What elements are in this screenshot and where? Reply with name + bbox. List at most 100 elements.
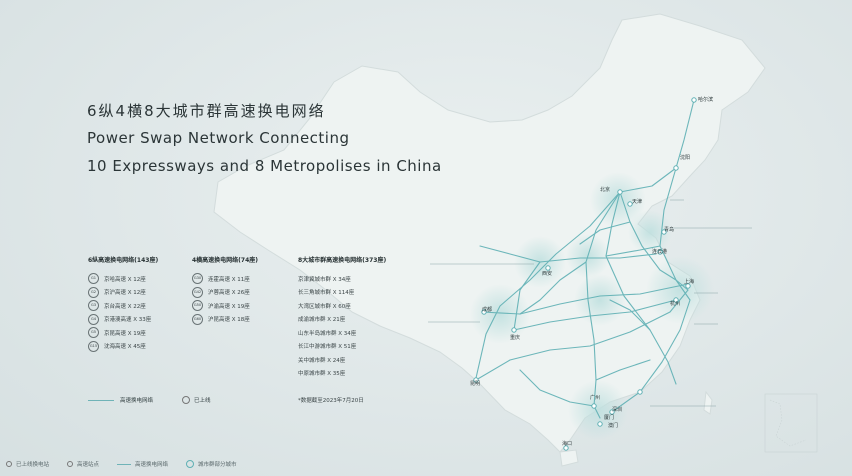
highway-network bbox=[475, 99, 695, 419]
dot-xian bbox=[545, 265, 551, 271]
ring-icon bbox=[182, 396, 190, 404]
route-label: 京沪高速 X 12座 bbox=[104, 290, 146, 297]
metro-glow-shandong bbox=[628, 210, 672, 254]
route-extra-6 bbox=[579, 221, 631, 245]
route-label: 京哈高速 X 12座 bbox=[104, 276, 146, 283]
dot-hangzhou bbox=[673, 297, 679, 303]
bottom-legend-item: 高速换电网络 bbox=[117, 460, 168, 468]
route-g2 bbox=[619, 191, 689, 291]
city-label-hangzhou: 杭州 bbox=[670, 301, 681, 307]
route-badge: G5 bbox=[88, 327, 99, 339]
route-badge: G60 bbox=[192, 313, 203, 325]
bottom-legend-item: 高速站点 bbox=[67, 460, 99, 468]
city-label-harbin: 哈尔滨 bbox=[698, 97, 714, 103]
bottom-legend-item: 已上线换电站 bbox=[6, 460, 49, 468]
list-item: G60 沪昆高速 X 18座 bbox=[192, 313, 258, 327]
city-label-guangzhou: 广州 bbox=[590, 395, 601, 401]
metro-glow-gba bbox=[568, 380, 628, 440]
list-item: G42 沪蓉高速 X 26座 bbox=[192, 286, 258, 300]
title-english-line1: Power Swap Network Connecting bbox=[87, 129, 350, 147]
dot-haikou bbox=[563, 445, 569, 451]
route-label: 连霍高速 X 11座 bbox=[208, 276, 250, 283]
data-date-note: *数据截至2023年7月20日 bbox=[298, 398, 364, 404]
highway-site-icon bbox=[67, 461, 74, 467]
city-label-lianyungang: 连云港 bbox=[652, 249, 668, 255]
city-label-chengdu: 成都 bbox=[482, 307, 493, 313]
station-icon bbox=[6, 461, 12, 467]
bottom-legend-item: 城市群部分城市 bbox=[186, 460, 237, 468]
route-extra-5 bbox=[519, 261, 587, 315]
dot-shenzhen bbox=[609, 409, 615, 415]
dot-qingdao bbox=[661, 229, 667, 235]
dot-shenyang bbox=[673, 165, 679, 171]
route-g3 bbox=[605, 191, 677, 385]
route-label: 沈海高速 X 45座 bbox=[104, 344, 146, 351]
list-item: 山东半岛城市群 X 34座 bbox=[298, 330, 357, 337]
list-item: 长三角城市群 X 114座 bbox=[298, 290, 355, 297]
taiwan-island bbox=[703, 390, 713, 415]
legend-ring-label: 已上线 bbox=[194, 398, 211, 404]
route-badge: G30 bbox=[192, 273, 203, 285]
bottom-legend-label: 城市群部分城市 bbox=[198, 462, 237, 468]
bottom-legend: 已上线换电站 高速站点 高速换电网络 城市群部分城市 bbox=[6, 460, 237, 468]
legend-online: 已上线 bbox=[182, 396, 211, 404]
south-china-sea-inset bbox=[764, 393, 818, 453]
dot-kunming bbox=[473, 377, 479, 383]
city-label-shenzhen: 深圳 bbox=[612, 407, 623, 413]
route-g50 bbox=[513, 299, 677, 331]
dot-shanghai bbox=[685, 283, 691, 289]
city-label-haikou: 海口 bbox=[562, 441, 573, 447]
dot-lianyungang bbox=[657, 249, 663, 255]
bottom-legend-label: 高速换电网络 bbox=[135, 462, 169, 468]
route-g42 bbox=[481, 283, 689, 315]
route-extra-1 bbox=[513, 261, 541, 331]
title-chinese: 6纵4横8大城市群高速换电网络 bbox=[87, 102, 326, 120]
city-label-kunming: 昆明 bbox=[470, 381, 481, 387]
city-label-tianjin: 天津 bbox=[632, 199, 643, 205]
city-label-shanghai: 上海 bbox=[684, 279, 695, 285]
route-badge: G42 bbox=[192, 286, 203, 298]
route-label: 沪昆高速 X 18座 bbox=[208, 317, 250, 324]
dot-tianjin bbox=[627, 201, 633, 207]
city-label-qingdao: 青岛 bbox=[664, 227, 675, 233]
route-g60 bbox=[475, 289, 689, 381]
dot-chongqing bbox=[511, 327, 517, 333]
city-dots bbox=[473, 97, 697, 451]
city-label-xiamen: 厦门 bbox=[604, 415, 615, 421]
city-label-macau: 澳门 bbox=[608, 423, 619, 429]
route-label: 沪蓉高速 X 26座 bbox=[208, 290, 250, 297]
list-item: 中原城市群 X 35座 bbox=[298, 371, 346, 378]
route-g30 bbox=[479, 245, 657, 263]
city-label-chongqing: 重庆 bbox=[510, 335, 521, 341]
dot-guangzhou bbox=[591, 403, 597, 409]
list-item: G2 京沪高速 X 12座 bbox=[88, 286, 158, 300]
legend-line-label: 高速换电网络 bbox=[120, 398, 154, 404]
dot-harbin bbox=[691, 97, 697, 103]
route-badge: G2 bbox=[88, 286, 99, 298]
route-extra-7 bbox=[609, 299, 651, 331]
metro-cluster-icon bbox=[186, 460, 195, 468]
city-label-shenyang: 沈阳 bbox=[680, 155, 691, 161]
list-item: 大湾区城市群 X 60座 bbox=[298, 303, 351, 310]
list-item: 关中城市群 X 24座 bbox=[298, 357, 346, 364]
china-landmass bbox=[213, 13, 766, 453]
list-item: 长江中游城市群 X 51座 bbox=[298, 344, 357, 351]
metro-network-list: 8大城市群高速换电网络(373座) 京津冀城市群 X 34座 长三角城市群 X … bbox=[298, 255, 386, 380]
dot-macau bbox=[597, 421, 603, 427]
horizontal-network-heading: 4横高速换电网络(74座) bbox=[192, 257, 259, 264]
city-label-beijing: 北京 bbox=[600, 187, 611, 193]
list-item: 京津冀城市群 X 34座 bbox=[298, 276, 351, 283]
hainan-island bbox=[559, 449, 579, 467]
vertical-network-heading: 6纵高速换电网络(143座) bbox=[88, 257, 159, 264]
route-badge: G50 bbox=[192, 300, 203, 312]
dot-xiamen bbox=[637, 389, 643, 395]
title-english-line2: 10 Expressways and 8 Metropolises in Chi… bbox=[87, 157, 442, 175]
